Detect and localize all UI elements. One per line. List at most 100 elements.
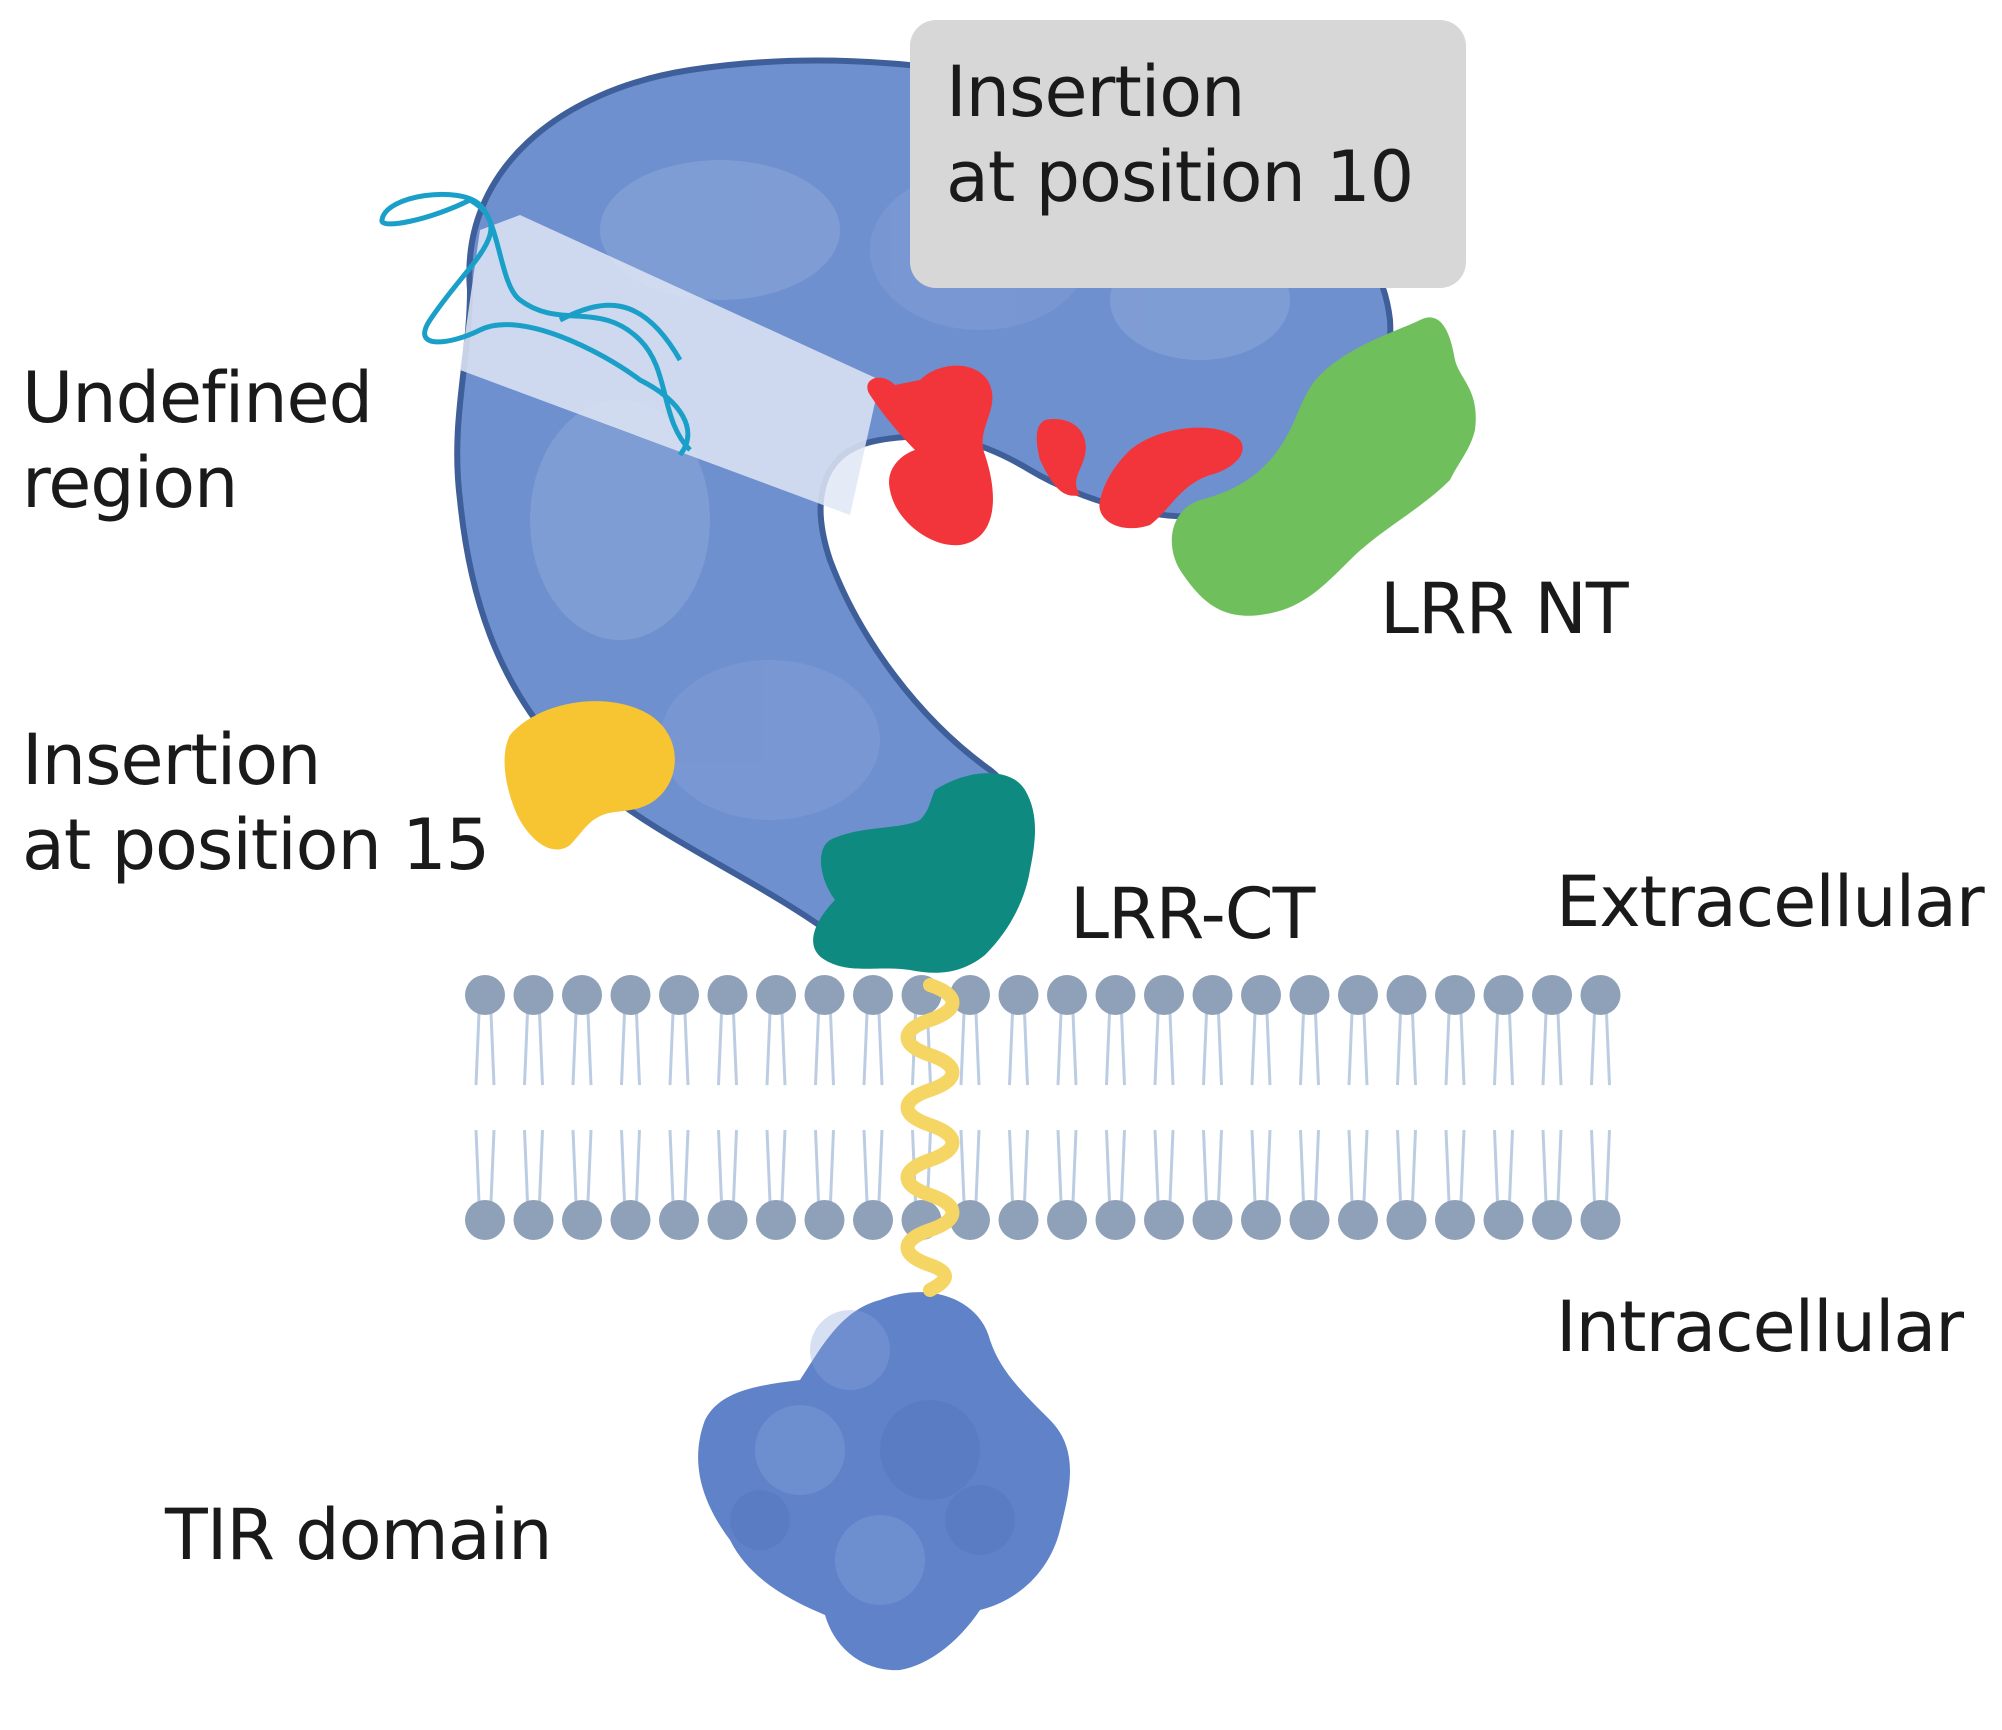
lipid-tail [1347, 1129, 1369, 1203]
lipid-tail [959, 1012, 981, 1086]
lipid-head [562, 975, 602, 1015]
lipid-head [756, 975, 796, 1015]
lipid-tail [1396, 1129, 1417, 1203]
transmembrane-helix [900, 978, 960, 1297]
lipid-head [1047, 975, 1087, 1015]
lipid-tail [1396, 1012, 1417, 1086]
lipid-head [1386, 1200, 1427, 1240]
lipid-tail [1590, 1129, 1611, 1203]
lipid-head [853, 975, 893, 1015]
lipid-head [513, 975, 554, 1015]
lipid-head [1144, 1200, 1184, 1240]
lipid-tail [1493, 1012, 1514, 1086]
lipid-tail [523, 1129, 544, 1203]
lipid-head [1435, 975, 1475, 1015]
lipid-head [1192, 1200, 1233, 1240]
lipid-head [1580, 975, 1621, 1015]
lipid-head [1289, 1200, 1330, 1240]
lipid-head [950, 1200, 990, 1240]
lipid-tail [1153, 1129, 1175, 1203]
lrr-ct-label: LRR-CT [1070, 873, 1315, 955]
lipid-tail [1105, 1012, 1126, 1086]
insertion-10-line1: Insertion [946, 51, 1245, 133]
lipid-tail [1299, 1012, 1320, 1086]
lipid-head [707, 1200, 748, 1240]
lipid-tail [1202, 1012, 1223, 1086]
undefined-region-strand [379, 191, 692, 457]
lipid-tail [1008, 1012, 1029, 1086]
tir-domain-shape [698, 1292, 1070, 1671]
lipid-tail [1056, 1129, 1078, 1203]
lipid-tail [474, 1012, 496, 1086]
lipid-head [1144, 975, 1184, 1015]
lipid-tail [1347, 1012, 1369, 1086]
lipid-tail [474, 1129, 496, 1203]
lipid-tail [668, 1129, 690, 1203]
lipid-head [998, 975, 1039, 1015]
cell-membrane [465, 975, 1621, 1240]
undefined-region-band [460, 215, 880, 515]
lipid-tail [1250, 1129, 1272, 1203]
lipid-head [998, 1200, 1039, 1240]
lipid-tail [765, 1012, 787, 1086]
lipid-head [1435, 1200, 1475, 1240]
lipid-tail [523, 1012, 544, 1086]
lipid-tail [571, 1129, 593, 1203]
lipid-head [853, 1200, 893, 1240]
lipid-tail [814, 1012, 835, 1086]
lipid-tail [1590, 1012, 1611, 1086]
lipid-tail [1250, 1012, 1272, 1086]
lipid-tail [1493, 1129, 1514, 1203]
insertion-10-callout: Insertion at position 10 [910, 20, 1466, 288]
lrr-nt-label: LRR NT [1380, 568, 1629, 650]
lipid-head [1483, 1200, 1524, 1240]
lipid-tail [1105, 1129, 1126, 1203]
lipid-head [1095, 1200, 1136, 1240]
lipid-head [1095, 975, 1136, 1015]
lipid-tail [717, 1129, 738, 1203]
lipid-head [562, 1200, 602, 1240]
lipid-head [1338, 975, 1378, 1015]
lipid-head [950, 975, 990, 1015]
lipid-head [804, 1200, 845, 1240]
lipid-tail [1202, 1129, 1223, 1203]
lrr-ct-shape [813, 773, 1035, 973]
undefined-line2: region [22, 442, 238, 525]
undefined-region-label: Undefined region [22, 356, 373, 527]
lipid-head [1289, 975, 1330, 1015]
lipid-tail [717, 1012, 738, 1086]
insertion-10-line2: at position 10 [946, 136, 1414, 219]
lipid-head [610, 975, 651, 1015]
lipid-tail [959, 1129, 981, 1203]
lipid-head [513, 1200, 554, 1240]
lipid-head [1580, 1200, 1621, 1240]
lipid-tail [1444, 1012, 1466, 1086]
lipid-tail [1444, 1129, 1466, 1203]
lipid-head [1483, 975, 1524, 1015]
lipid-head [1338, 1200, 1378, 1240]
lipid-head [1386, 975, 1427, 1015]
insertion-10-shape [867, 365, 1243, 546]
lipid-tail [1541, 1129, 1563, 1203]
lipid-tail [668, 1012, 690, 1086]
intracellular-label: Intracellular [1556, 1286, 1964, 1368]
insertion-15-line1: Insertion [22, 719, 321, 801]
insertion-10-label: Insertion at position 10 [946, 50, 1414, 221]
tir-domain-label: TIR domain [165, 1494, 552, 1576]
lipid-head [1532, 975, 1572, 1015]
lipid-head [1192, 975, 1233, 1015]
lipid-head [1532, 1200, 1572, 1240]
lrr-nt-shape [1171, 317, 1476, 616]
lipid-tail [862, 1012, 884, 1086]
lipid-head [659, 975, 699, 1015]
lipid-head [1047, 1200, 1087, 1240]
lipid-head [659, 1200, 699, 1240]
lipid-tail [1153, 1012, 1175, 1086]
insertion-15-line2: at position 15 [22, 804, 490, 887]
lipid-tail [1008, 1129, 1029, 1203]
tir-texture [730, 1310, 1015, 1605]
lipid-head [804, 975, 845, 1015]
lipid-head [707, 975, 748, 1015]
lipid-head [610, 1200, 651, 1240]
